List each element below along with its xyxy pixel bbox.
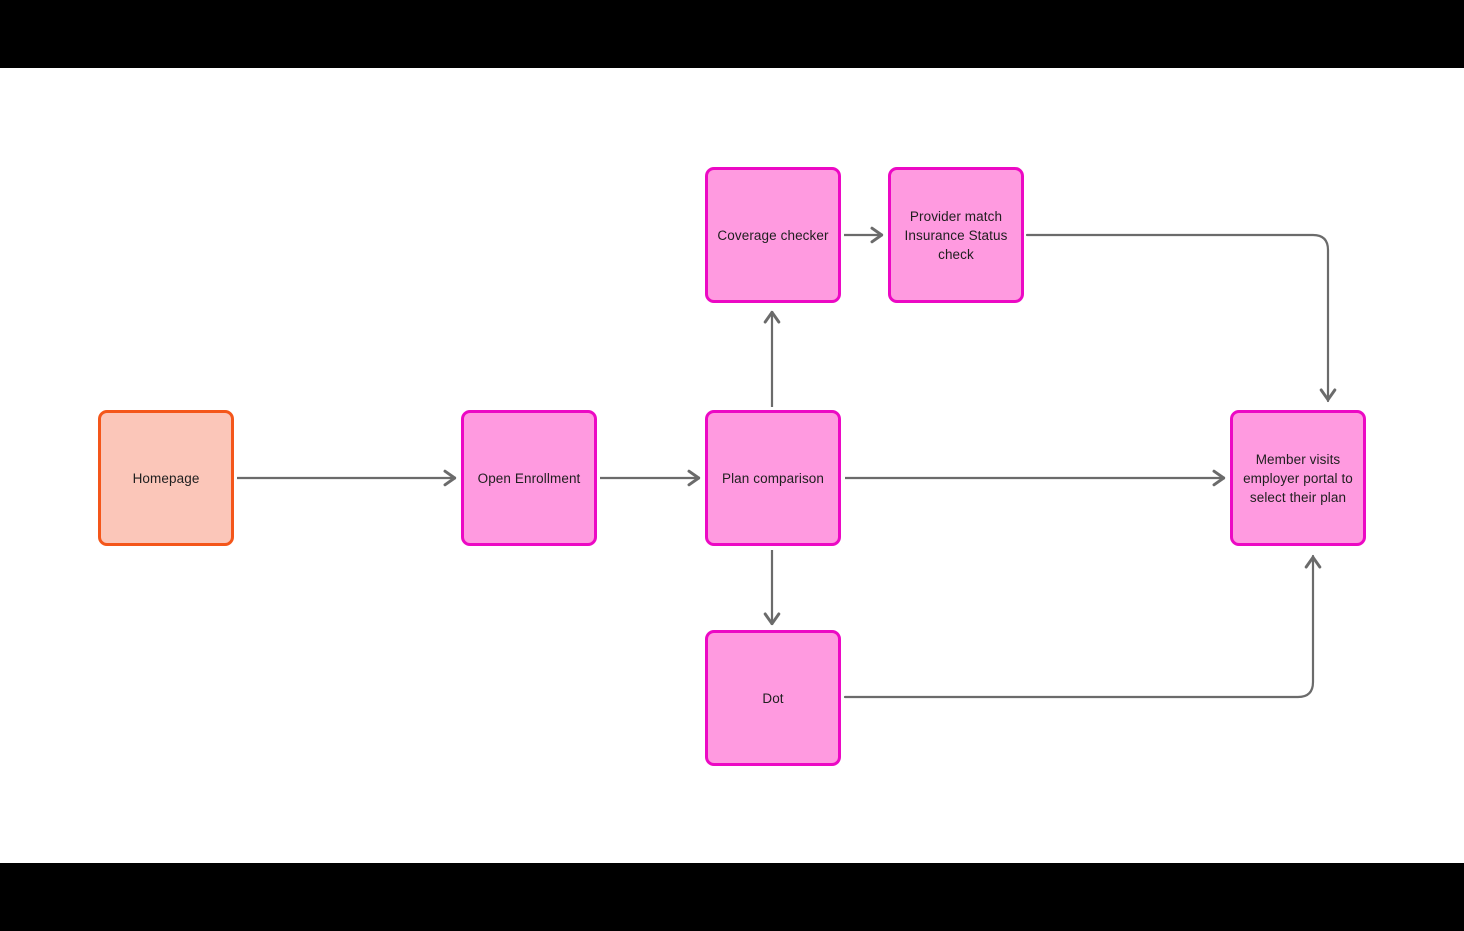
node-dot[interactable]: Dot	[705, 630, 841, 766]
node-provider-match[interactable]: Provider match Insurance Status check	[888, 167, 1024, 303]
node-open-enrollment[interactable]: Open Enrollment	[461, 410, 597, 546]
diagram-canvas[interactable]: Homepage Open Enrollment Coverage checke…	[0, 68, 1464, 863]
node-coverage-checker-label: Coverage checker	[717, 227, 829, 243]
node-plan-comparison-label: Plan comparison	[721, 470, 825, 486]
node-open-enrollment-label: Open Enrollment	[477, 470, 581, 486]
node-dot-label: Dot	[762, 690, 784, 706]
letterbox-bottom-bar	[0, 863, 1464, 931]
node-provider-match-label: Provider match Insurance Status check	[904, 208, 1008, 262]
node-homepage-label: Homepage	[132, 470, 200, 486]
letterbox-top-bar	[0, 0, 1464, 68]
edge-provider-match-to-member-visits	[1025, 233, 1337, 403]
node-coverage-checker[interactable]: Coverage checker	[705, 167, 841, 303]
edge-dot-to-member-visits	[843, 554, 1322, 699]
node-member-visits-label: Member visits employer portal to select …	[1243, 451, 1353, 505]
node-homepage[interactable]: Homepage	[98, 410, 234, 546]
node-member-visits[interactable]: Member visits employer portal to select …	[1230, 410, 1366, 546]
node-plan-comparison[interactable]: Plan comparison	[705, 410, 841, 546]
